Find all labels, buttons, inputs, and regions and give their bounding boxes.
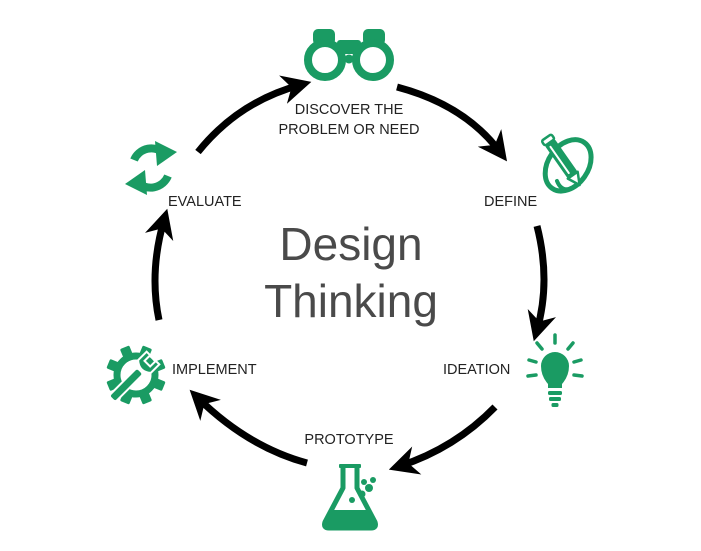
refresh-arrows-icon: [125, 141, 177, 195]
center-title-line1: Design: [279, 218, 422, 270]
cycle-arrows: [144, 75, 556, 475]
stage-label-ideation: IDEATION: [443, 362, 510, 378]
gear-wrench-icon: [106, 345, 166, 405]
arrow-define-to-ideation: [527, 225, 556, 342]
arrow-ideation-to-prototype: [388, 404, 498, 475]
stage-label-discover-line1: DISCOVER THE: [295, 102, 404, 118]
stage-label-prototype: PROTOTYPE: [304, 432, 393, 448]
binoculars-icon: [304, 29, 394, 81]
stage-label-implement: IMPLEMENT: [172, 362, 257, 378]
arrow-prototype-to-implement: [189, 389, 308, 467]
stage-label-define: DEFINE: [484, 194, 538, 210]
lightbulb-icon: [526, 333, 584, 407]
arrow-implement-to-evaluate: [144, 208, 174, 321]
flask-icon: [322, 464, 378, 531]
stage-label-evaluate: EVALUATE: [168, 194, 242, 210]
center-title-line2: Thinking: [264, 275, 438, 327]
pencil-scroll-icon: [540, 133, 594, 194]
arrow-discover-to-define: [396, 83, 508, 162]
arrow-evaluate-to-discover: [195, 75, 312, 155]
stage-label-discover-line2: PROBLEM OR NEED: [279, 122, 420, 138]
